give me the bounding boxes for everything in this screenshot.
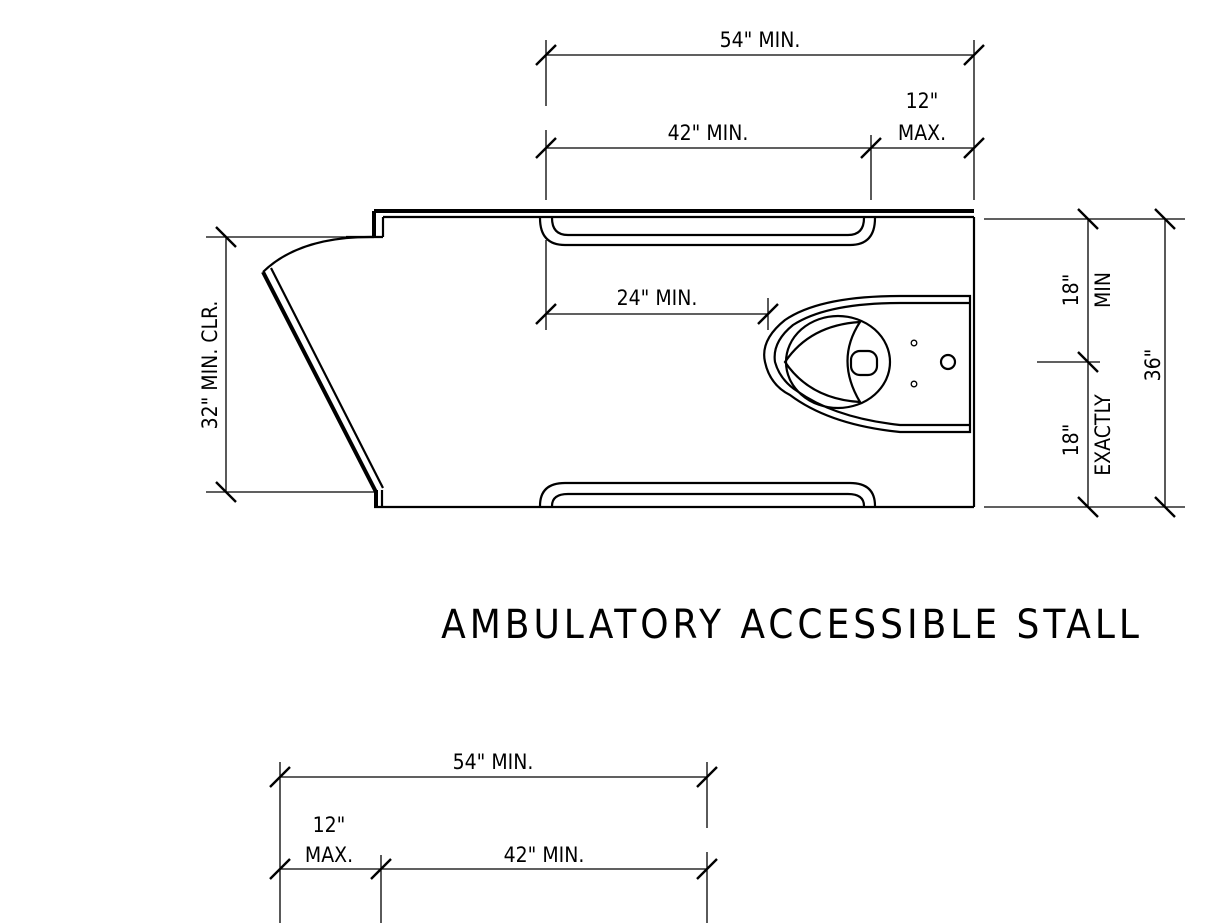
dim-12-note: MAX. <box>898 121 946 145</box>
dim-42-top: 42" MIN. 12" MAX. <box>535 89 985 200</box>
dim-18-top-value: 18" <box>1059 274 1083 307</box>
dim-54-bottom-label: 54" MIN. <box>453 750 534 774</box>
grab-bar-bottom <box>538 481 877 507</box>
dim-54-bottom: 54" MIN. <box>269 750 718 923</box>
dim-18-centerline: 18" MIN 18" EXACTLY <box>1037 208 1115 518</box>
dim-36-width: 36" <box>984 208 1185 518</box>
dim-12-bottom-note: MAX. <box>305 843 353 867</box>
dim-42-bottom: 12" MAX. 42" MIN. <box>269 813 718 923</box>
dim-54-top: 54" MIN. <box>535 28 985 200</box>
dim-12-value: 12" <box>906 89 939 113</box>
dim-18-bottom-value: 18" <box>1059 424 1083 457</box>
dim-32-label: 32" MIN. CLR. <box>198 301 222 430</box>
dim-18-bottom-note: EXACTLY <box>1091 394 1115 476</box>
dim-36-label: 36" <box>1141 349 1165 382</box>
diagram-title: AMBULATORY ACCESSIBLE STALL <box>441 602 1143 648</box>
dim-24-clearance: 24" MIN. <box>535 240 779 330</box>
dim-12-bottom-value: 12" <box>313 813 346 837</box>
dim-32-door: 32" MIN. CLR. <box>198 226 374 503</box>
stall-walls <box>346 209 976 509</box>
dim-24-label: 24" MIN. <box>617 286 698 310</box>
dim-42-label: 42" MIN. <box>668 121 749 145</box>
dim-18-top-note: MIN <box>1091 272 1115 308</box>
dim-42-bottom-label: 42" MIN. <box>504 843 585 867</box>
toilet-icon <box>763 294 972 434</box>
door-swing <box>261 235 384 493</box>
dim-54-label: 54" MIN. <box>720 28 801 52</box>
grab-bar-top <box>538 217 877 247</box>
